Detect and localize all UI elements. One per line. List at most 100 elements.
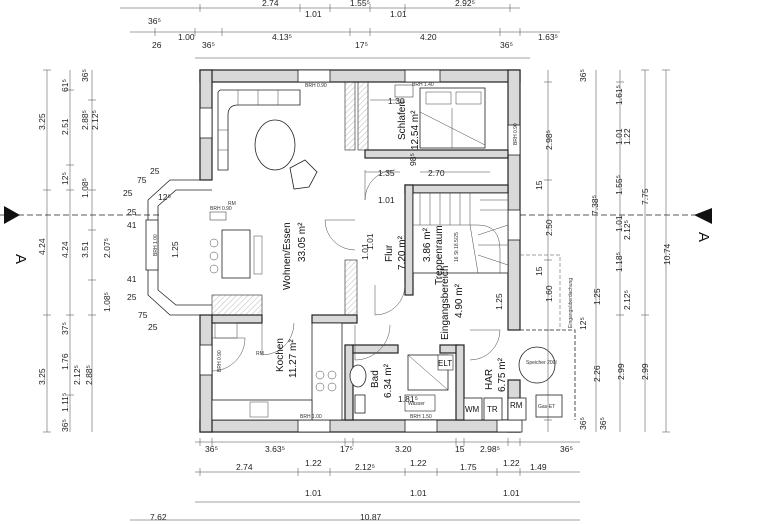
top-dimensions: 2.74 1.01 1.55⁵ 1.01 2.92⁵ 36⁵ 1.00 26 3… (120, 0, 560, 59)
dim-rightmid-7: 2.12⁵ (622, 220, 632, 240)
dim-rightin-7: 36⁵ (578, 417, 588, 430)
dim-leftmid-2: 2.51 (60, 118, 70, 135)
dim-rightmid-11: 12⁵ (578, 317, 588, 330)
dim-leftin-6: 3.51 (80, 241, 90, 258)
dim-top2-3: 26 (152, 40, 162, 50)
section-label-left: A (12, 254, 29, 264)
dim-bay-4: 12⁵ (158, 192, 171, 202)
dim-leftin-5: 2.07⁵ (102, 238, 112, 258)
bath-window-brh: BRH 1.50 (410, 414, 432, 420)
kitchen-furniture: RM BRH 0.90 BRH 1.00 (211, 322, 343, 421)
dim-bot-3: 17⁵ (340, 444, 353, 454)
dim-bot-4: 3.20 (395, 444, 412, 454)
dim-left-2: 4.24 (37, 238, 47, 255)
dim-top2-7: 4.20 (420, 32, 437, 42)
room-eingang-name: Eingangsbereich (440, 266, 451, 341)
dim-leftmid-3: 12⁵ (60, 172, 70, 185)
dim-bay-1: 25 (123, 188, 133, 198)
dim-leftin-3: 2.12⁵ (90, 110, 100, 130)
dim-bot2sub-2: 1.01 (410, 488, 427, 498)
dim-bot2-5: 1.75 (460, 462, 477, 472)
dim-rightmid-1: 36⁵ (578, 69, 588, 82)
bathroom-fixtures: Wasser ELT BRH 1.50 (349, 354, 454, 420)
dim-bay-9: 75 (138, 310, 148, 320)
staircase: 16 St 18.5/25 (412, 192, 509, 274)
room-treppe-area: 3.86 m² (422, 227, 433, 262)
dim-top-2: 1.01 (305, 9, 322, 19)
rm-tag-living: RM (228, 201, 236, 207)
dim-int-4: 1.01 (378, 195, 395, 205)
room-labels: Wohnen/Essen 33.05 m² Schlafen 12.54 m² … (275, 101, 508, 398)
dim-rightmid-5: 1.55⁵ (614, 175, 624, 195)
kitchen-window-brh: BRH 0.90 (217, 350, 223, 372)
storage-tank (518, 346, 556, 384)
stairs-steps-label: 16 St 18.5/25 (454, 232, 460, 262)
water-label: Wasser (408, 401, 425, 407)
dim-left-1: 3.25 (37, 113, 47, 130)
room-wohnen-area: 33.05 m² (297, 222, 308, 262)
dim-rightmid-2: 1.61⁵ (614, 85, 624, 105)
room-bad-name: Bad (370, 370, 381, 388)
room-wohnen-name: Wohnen/Essen (282, 222, 293, 290)
kitchen-bottom-brh: BRH 1.00 (300, 414, 322, 420)
speicher-label: Speicher 200l (526, 360, 557, 366)
dim-rightin-3: 2.50 (544, 219, 554, 236)
entrance-canopy-label: Eingangsüberdachung (568, 278, 574, 328)
interior-dimensions: 1.30 1.35 2.70 1.01 98⁵ 1.01 1.25 1.01 1… (170, 96, 504, 404)
top-window-brh: BRH 0.90 (305, 83, 327, 89)
living-window-brh: BRH 0.90 (210, 206, 232, 212)
dim-rightmid-3: 1.01 (614, 128, 624, 145)
dim-top2-6: 17⁵ (355, 40, 368, 50)
bedroom-window-brh: BRH 1.40 (412, 82, 434, 88)
dim-leftin-9: 2.88⁵ (84, 365, 94, 385)
dim-leftin-1: 36⁵ (80, 69, 90, 82)
dim-top-1: 2.74 (262, 0, 279, 8)
dim-rightout-1: 7.38⁵ (590, 195, 600, 215)
room-treppe-name: Treppenraum (434, 225, 445, 285)
left-dimensions: 3.25 4.24 3.25 61⁵ 2.51 12⁵ 4.24 37⁵ 1.7… (37, 69, 112, 433)
dim-top2-1: 36⁵ (148, 16, 161, 26)
dim-bay-7: 41 (127, 274, 137, 284)
armchair (289, 159, 318, 190)
dim-bot2sub-3: 1.01 (503, 488, 520, 498)
dim-leftin-7: 1.08⁵ (102, 292, 112, 312)
dim-bot2-3: 2.12⁵ (355, 462, 375, 472)
room-kochen-name: Kochen (275, 338, 286, 372)
washbasin (354, 394, 366, 414)
room-kochen-area: 11.27 m² (288, 339, 299, 378)
dim-top-3: 1.55⁵ (350, 0, 370, 8)
wm-label: WM (465, 405, 480, 414)
dim-int-10: 1.25 (494, 293, 504, 310)
elt-label: ELT (438, 359, 452, 368)
dim-leftmid-7: 37⁵ (60, 322, 70, 335)
toilet (349, 364, 367, 388)
dim-top2-2: 1.00 (178, 32, 195, 42)
dim-int-3: 2.70 (428, 168, 445, 178)
dim-rightmid-4: 1.22 (622, 128, 632, 145)
dim-bot2-1: 2.74 (236, 462, 253, 472)
dim-leftin-8: 2.12⁵ (72, 365, 82, 385)
dim-rightout-4: 7.75 (640, 188, 650, 205)
dim-bot2-7: 1.49 (530, 462, 547, 472)
living-furniture: BRH 0.90 RM BRH 0.90 (209, 83, 327, 279)
room-har-name: HAR (484, 369, 495, 390)
room-har-area: 6.75 m² (497, 357, 508, 392)
dim-top2-8: 36⁵ (500, 40, 513, 50)
dim-left-3: 3.25 (37, 368, 47, 385)
dim-top-4: 1.01 (390, 9, 407, 19)
utility-fixtures: WM TR RM Speicher 200l Gas-ET Eingangsüb… (463, 254, 576, 421)
room-bad-area: 6.34 m² (383, 363, 394, 398)
double-bed (419, 87, 486, 149)
room-schlafen-name: Schlafen (397, 101, 408, 140)
dim-bay-10: 25 (148, 322, 158, 332)
dim-bot-5: 15 (455, 444, 465, 454)
dim-top2-9: 1.63⁵ (538, 32, 558, 42)
interior-walls (211, 81, 509, 421)
bottom-dimensions: 36⁵ 3.63⁵ 17⁵ 3.20 15 2.98⁵ 36⁵ 2.74 1.2… (130, 438, 580, 522)
dim-rightmid-9: 1.25 (592, 288, 602, 305)
dim-int-1: 1.30 (388, 96, 405, 106)
dim-rightin-6: 2.26 (592, 365, 602, 382)
dim-int-8: 1.01 (360, 243, 370, 260)
room-flur-area: 7.20 m² (397, 235, 408, 270)
